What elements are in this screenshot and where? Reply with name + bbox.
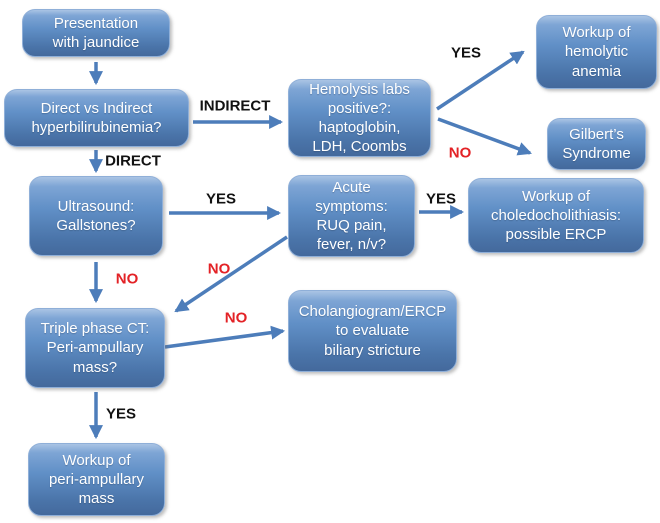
node-presentation: Presentation with jaundice: [22, 9, 170, 57]
node-triple-phase-ct: Triple phase CT: Peri-ampullary mass?: [25, 308, 165, 388]
edge-label-indirect: INDIRECT: [199, 97, 271, 115]
arrow-hemolysis-no: [437, 117, 532, 156]
edge-label-yes-hemolysis: YES: [450, 44, 482, 62]
edge-label-no-gallstones: NO: [115, 270, 139, 288]
node-acute-symptoms: Acute symptoms: RUQ pain, fever, n/v?: [288, 175, 415, 257]
edge-label-yes-gallstones: YES: [205, 190, 237, 208]
edge-label-no-triple-ct: NO: [224, 309, 248, 327]
edge-label-direct: DIRECT: [105, 152, 161, 170]
edge-label-yes-acute: YES: [425, 190, 457, 208]
node-workup-peri-ampullary-mass: Workup of peri-ampullary mass: [28, 443, 165, 516]
node-workup-hemolytic-anemia: Workup of hemolytic anemia: [536, 15, 657, 89]
node-workup-choledocholithiasis: Workup of choledocholithiasis: possible …: [468, 178, 644, 253]
arrow-acute-no: [174, 235, 288, 313]
arrow-triplect-no: [164, 325, 286, 349]
edge-label-yes-triple-ct: YES: [105, 405, 137, 423]
node-hemolysis-labs: Hemolysis labs positive?: haptoglobin, L…: [288, 79, 431, 157]
node-cholangiogram-ercp: Cholangiogram/ERCP to evaluate biliary s…: [288, 290, 457, 372]
node-gilberts-syndrome: Gilbert’s Syndrome: [547, 118, 646, 170]
node-direct-vs-indirect: Direct vs Indirect hyperbilirubinemia?: [4, 89, 189, 147]
node-ultrasound-gallstones: Ultrasound: Gallstones?: [29, 176, 163, 256]
edge-label-no-gilberts: NO: [448, 144, 472, 162]
edge-label-no-acute: NO: [207, 260, 231, 278]
arrow-hemolysis-yes: [436, 50, 525, 111]
